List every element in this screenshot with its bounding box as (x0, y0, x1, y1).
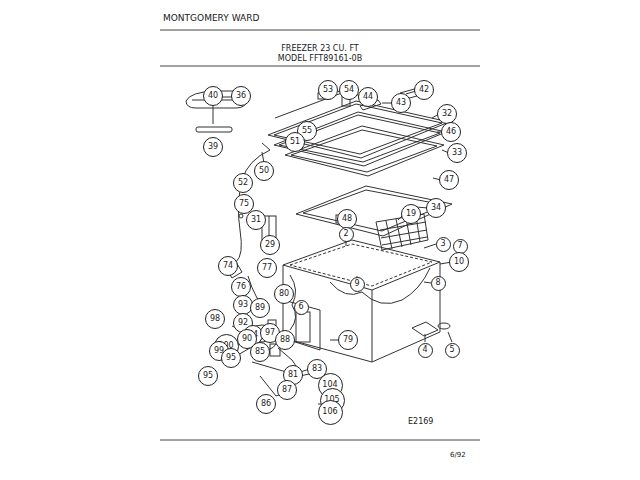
callout-number: 48 (337, 209, 357, 229)
callout-number: 106 (318, 400, 343, 425)
callout-number: 77 (257, 258, 277, 278)
callout-number: 47 (439, 170, 459, 190)
callout-number: 4 (418, 343, 433, 358)
callout-number: 31 (246, 210, 266, 230)
callout-number: 95 (198, 366, 218, 386)
callout-number: 3 (436, 237, 451, 252)
callout-number: 95 (221, 348, 241, 368)
callout-number: 33 (447, 143, 467, 163)
callout-number: 46 (441, 122, 461, 142)
revision-date: 6/92 (450, 452, 466, 459)
model-number: MODEL FFT89161-0B (278, 55, 362, 63)
drawing-number: E2169 (408, 418, 433, 426)
callout-number: 88 (275, 330, 295, 350)
callout-number: 86 (256, 394, 276, 414)
callout-number: 10 (449, 252, 469, 272)
callout-number: 43 (391, 93, 411, 113)
callout-number: 32 (437, 104, 457, 124)
callout-number: 9 (350, 277, 365, 292)
callout-number: 51 (285, 132, 305, 152)
callout-number: 85 (250, 342, 270, 362)
callout-number: 8 (431, 276, 446, 291)
callout-number: 39 (203, 137, 223, 157)
callout-number: 29 (260, 235, 280, 255)
callout-number: 54 (339, 80, 359, 100)
callout-number: 2 (339, 227, 354, 242)
callout-number: 19 (401, 204, 421, 224)
callout-number: 74 (218, 256, 238, 276)
callout-number: 6 (294, 300, 309, 315)
callout-number: 42 (414, 80, 434, 100)
callout-number: 80 (274, 284, 294, 304)
callout-number: 5 (445, 343, 460, 358)
callout-number: 79 (338, 330, 358, 350)
callout-number: 87 (277, 380, 297, 400)
callout-number: 98 (205, 309, 225, 329)
diagram-title: FREEZER 23 CU. FT (281, 45, 359, 53)
brand-heading: MONTGOMERY WARD (163, 14, 259, 23)
callout-number: 44 (358, 87, 378, 107)
callout-number: 40 (203, 86, 223, 106)
callout-number: 53 (318, 80, 338, 100)
callout-number: 34 (426, 198, 446, 218)
callout-number: 89 (250, 298, 270, 318)
callout-number: 52 (233, 173, 253, 193)
callout-number: 36 (231, 86, 251, 106)
callout-number: 50 (254, 161, 274, 181)
callout-number: 76 (231, 277, 251, 297)
